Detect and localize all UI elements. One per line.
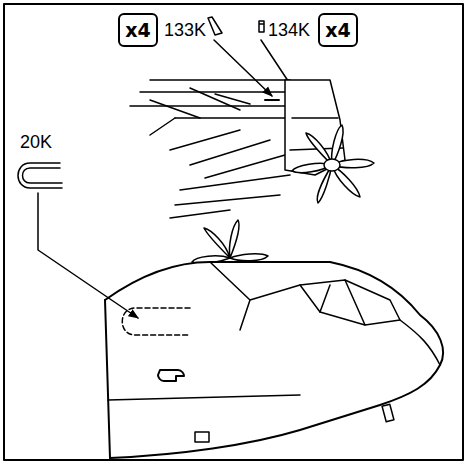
wing [130, 80, 306, 218]
quantity-box: x4 [118, 13, 158, 47]
fuselage-edge [105, 300, 110, 458]
part-133 [208, 17, 222, 35]
access-panel [382, 404, 394, 422]
propeller [292, 125, 374, 203]
part-number: 134K [268, 20, 310, 41]
leader-arrow [38, 193, 138, 318]
leader-arrow [214, 40, 272, 96]
nose-line [400, 320, 440, 365]
part-134 [259, 21, 264, 32]
quantity-text: x4 [325, 19, 350, 41]
panel-line [210, 262, 300, 330]
part-number: 133K [164, 20, 206, 41]
part-number: 20K [20, 132, 52, 153]
cockpit-window [300, 280, 400, 325]
panel-frame [4, 4, 463, 460]
part-20-clip [18, 163, 62, 188]
panel-line [108, 395, 300, 400]
quantity-box: x4 [318, 13, 358, 47]
propeller [192, 220, 268, 264]
window-frame [320, 280, 365, 325]
fuselage [105, 262, 443, 458]
access-panel [195, 432, 209, 442]
engine-nacelle [285, 80, 345, 175]
clip-outline [122, 308, 190, 335]
quantity-text: x4 [125, 19, 150, 41]
hatch-symbol [158, 370, 184, 381]
